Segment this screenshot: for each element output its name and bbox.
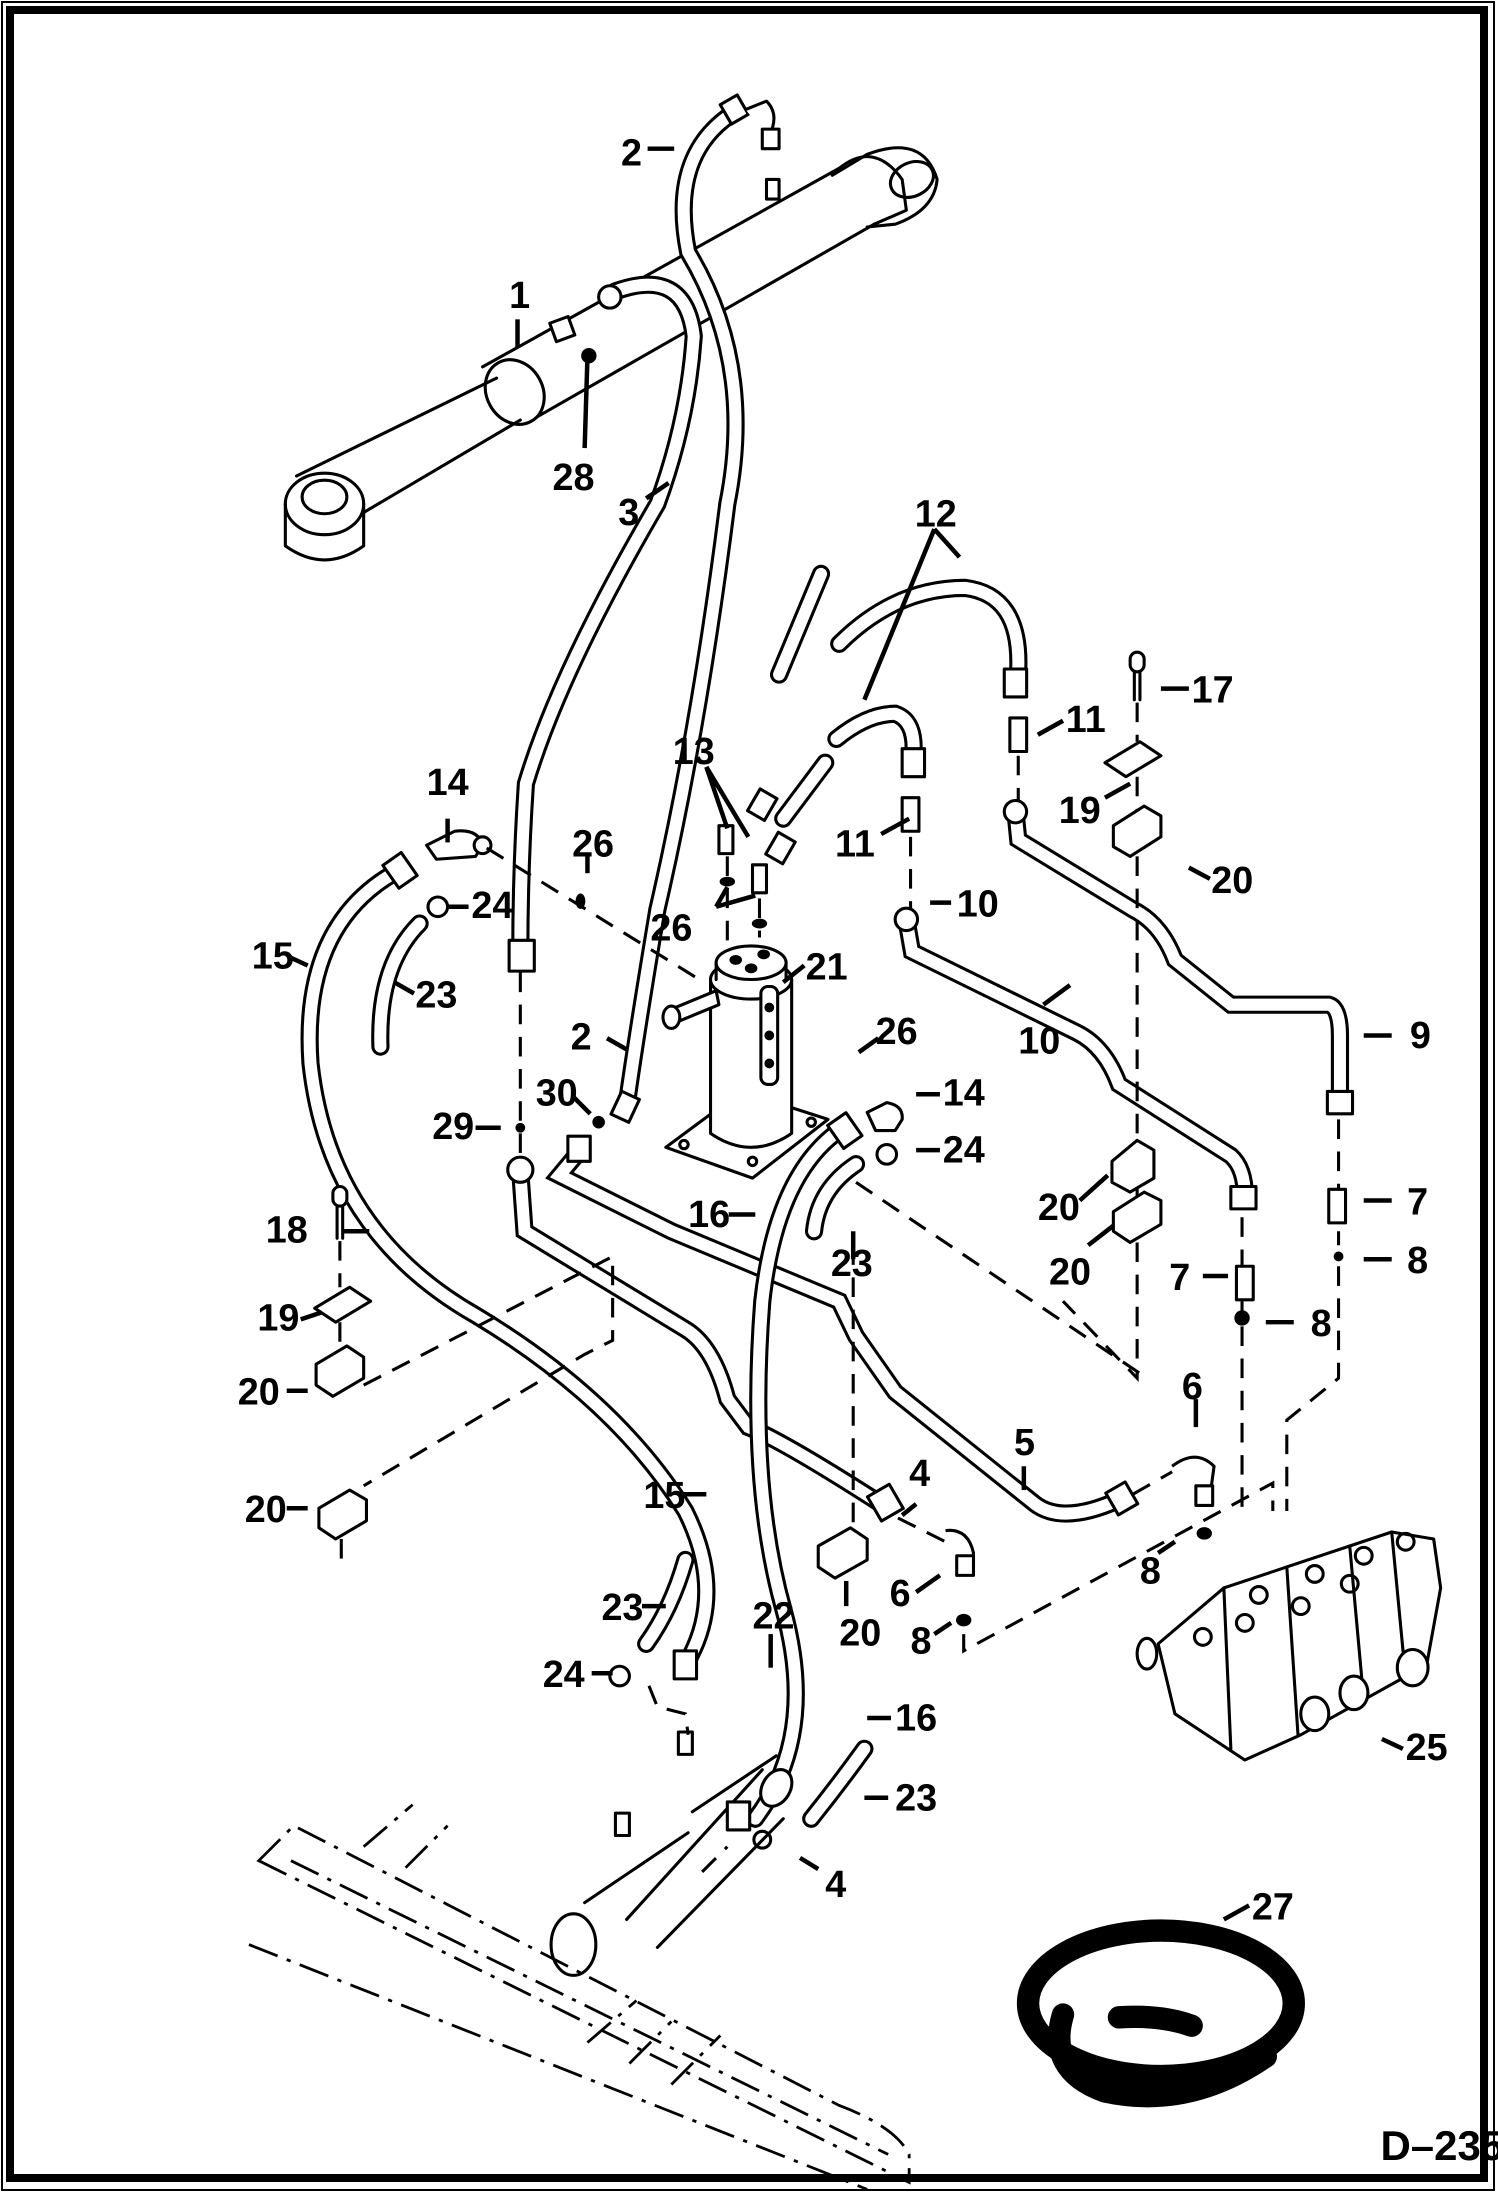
callout-26c: 26: [876, 1011, 918, 1053]
connector-11b: [900, 796, 921, 833]
callout-2b: 2: [571, 1016, 592, 1058]
clamp-center: [816, 1526, 869, 1580]
inner-frame: [6, 6, 1488, 2182]
tubes-9-10: [893, 798, 1355, 1519]
callout-18: 18: [266, 1209, 308, 1251]
control-valve-25: [1135, 1530, 1443, 1762]
callout-8d: 8: [911, 1621, 932, 1663]
connector-7b: [1234, 1264, 1255, 1302]
callout-20f: 20: [839, 1612, 881, 1654]
leader-lines: [286, 146, 1404, 1922]
callout-11b: 11: [835, 823, 875, 865]
callout-24c: 24: [543, 1654, 585, 1696]
tube-5: [506, 972, 1275, 1654]
callout-17: 17: [1192, 670, 1234, 712]
callout-21: 21: [806, 947, 848, 989]
callout-7b: 7: [1169, 1257, 1190, 1299]
clamp-hardware-right: [1061, 650, 1163, 1382]
callout-1: 1: [509, 275, 530, 317]
callout-24b: 24: [943, 1130, 985, 1172]
connector-13b: [750, 863, 769, 895]
callout-14b: 14: [943, 1072, 985, 1114]
callout-6a: 6: [1182, 1366, 1203, 1408]
hoses-12: [717, 564, 1029, 952]
callout-19b: 19: [257, 1298, 299, 1340]
callout-26a: 26: [572, 823, 614, 865]
callout-23a: 23: [415, 974, 457, 1016]
callout-8c: 8: [1140, 1551, 1161, 1593]
drawing-number: D–2354: [1381, 2122, 1498, 2169]
callout-15b: 15: [643, 1475, 685, 1517]
callout-20d: 20: [238, 1372, 280, 1414]
callout-19a: 19: [1059, 790, 1101, 832]
callout-28: 28: [552, 457, 594, 499]
callout-27: 27: [1252, 1886, 1294, 1928]
hose-coil-27: [1016, 1919, 1305, 2108]
callout-16b: 16: [895, 1698, 937, 1740]
callout-20a: 20: [1211, 860, 1253, 902]
callout-9: 9: [1410, 1015, 1431, 1057]
callout-22: 22: [752, 1596, 794, 1638]
callout-14a: 14: [427, 762, 469, 804]
boom-cylinder: [283, 146, 939, 562]
callout-8b: 8: [1311, 1303, 1332, 1345]
bleed-plug-icon: [548, 315, 577, 344]
callout-4b: 4: [825, 1864, 846, 1906]
clamp-24b-icon: [875, 1143, 899, 1166]
callout-23c: 23: [601, 1587, 643, 1629]
callout-23b: 23: [831, 1243, 873, 1285]
hoses-2-3: [507, 93, 781, 1124]
callout-20b: 20: [1038, 1187, 1080, 1229]
callout-3: 3: [618, 492, 639, 534]
clamp-4-icon: [752, 1829, 773, 1850]
callout-16a: 16: [688, 1194, 730, 1236]
callout-20e: 20: [245, 1489, 287, 1531]
callout-13: 13: [673, 731, 715, 773]
callout-25: 25: [1406, 1727, 1448, 1769]
callout-15a: 15: [252, 935, 294, 977]
clamp-24c-icon: [608, 1664, 631, 1688]
callout-5: 5: [1014, 1422, 1035, 1464]
callout-10a: 10: [957, 884, 999, 926]
connector-11a: [1008, 716, 1029, 754]
callout-26b: 26: [650, 907, 692, 949]
callout-6b: 6: [890, 1573, 911, 1615]
callout-24a: 24: [471, 885, 513, 927]
callout-20c: 20: [1049, 1251, 1091, 1293]
left-hose-15: [300, 829, 716, 1674]
blade-assembly: [248, 1550, 911, 2191]
swivel-21: [661, 944, 830, 1180]
callout-30: 30: [536, 1072, 578, 1114]
callout-2a: 2: [621, 132, 642, 174]
connector-13a: [717, 824, 735, 856]
callout-11a: 11: [1066, 699, 1106, 741]
callout-12: 12: [915, 493, 957, 535]
clamp-hardware-left: [313, 1184, 615, 1567]
callout-29: 29: [432, 1106, 474, 1148]
callout-7a: 7: [1407, 1181, 1428, 1223]
callout-8a: 8: [1407, 1240, 1428, 1282]
connector-7a: [1327, 1187, 1348, 1225]
fitting-icon: [764, 177, 781, 201]
clamp-24-icon: [426, 895, 450, 919]
callout-23d: 23: [895, 1777, 937, 1819]
callout-4a: 4: [909, 1453, 930, 1495]
callout-labels: 2 1 28 3 12 13 17 11 19 20 11 10 14 26 2…: [238, 132, 1448, 1928]
hose-16: [746, 1101, 1148, 1828]
callout-10b: 10: [1018, 1021, 1060, 1063]
